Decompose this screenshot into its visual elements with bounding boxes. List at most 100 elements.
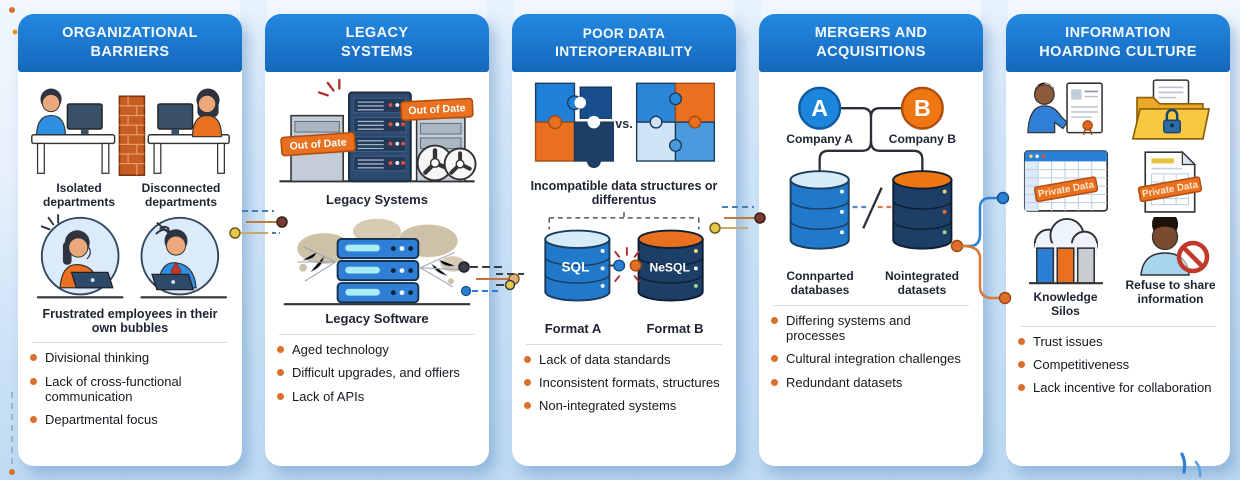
bullet-dot-icon (30, 416, 37, 424)
circuit-connector-icon (950, 191, 1012, 305)
knowledge-silos-figure: Knowledge Silos (1016, 217, 1115, 319)
legacy-systems-caption: Legacy Systems (326, 192, 428, 207)
panel-4-header: MERGERS AND ACQUISITIONS (759, 14, 983, 72)
gap-band (240, 0, 267, 480)
legacy-software-caption: Legacy Software (325, 310, 429, 326)
bullet-dot-icon (771, 355, 778, 363)
bullet-item: Differing systems and processes (771, 313, 973, 344)
bullet-item: Lack incentive for collaboration (1018, 380, 1220, 395)
panel-4-title-line1: MERGERS AND (814, 24, 928, 41)
knowledge-silos-caption: Knowledge Silos (1033, 290, 1098, 318)
panel-poor-data-interoperability: POOR DATA INTEROPERABILITY (512, 14, 736, 466)
bullet-item: Competitiveness (1018, 357, 1220, 372)
bullet-text: Non-integrated systems (539, 398, 677, 414)
bullet-text: Trust issues (1033, 333, 1103, 349)
company-a-letter: A (811, 95, 828, 121)
frustrated-employees-illustration (28, 213, 232, 305)
bullet-item: Lack of APIs (277, 389, 479, 404)
panel-legacy-systems: LEGACY SYSTEMS (265, 14, 489, 466)
bullet-item: Departmental focus (30, 412, 232, 427)
panel-3-title-line1: POOR DATA (582, 26, 666, 42)
bullet-text: Competitiveness (1033, 356, 1130, 372)
hoarding-icon-row2: Knowledge Silos Refuse to share informat… (1016, 217, 1220, 319)
panel-4-body: A B Company A Company B (759, 72, 983, 466)
panel-mergers-acquisitions: MERGERS AND ACQUISITIONS A B Comp (759, 14, 983, 466)
compacted-databases-label: Connparted databases (786, 269, 854, 297)
private-document-icon: Private Data (1137, 150, 1202, 213)
divider (279, 333, 475, 335)
out-of-date-tag: Out of Date (280, 131, 356, 157)
bullet-text: Redundant datasets (786, 374, 903, 390)
isolated-desks-illustration (28, 77, 232, 181)
company-merge-icon: A B Company A Company B (786, 86, 956, 250)
panel-3-title-line2: INTEROPERABILITY (555, 44, 693, 59)
bullet-dot-icon (524, 402, 531, 410)
bullet-text: Lack incentive for collaboration (1033, 380, 1212, 396)
puzzle-pieces-icon: vs. (534, 82, 716, 168)
desks-wall-icon (31, 88, 230, 176)
divider (526, 343, 722, 345)
format-b-label: Format B (646, 320, 704, 336)
bullet-dot-icon (1018, 337, 1025, 345)
panel-1-title-line1: ORGANIZATIONAL (62, 24, 198, 41)
panel-1-title: ORGANIZATIONAL BARRIERS (62, 24, 198, 62)
nosql-label: NeSQL (649, 260, 690, 274)
bullet-dot-icon (277, 392, 284, 400)
desk-labels: Isolated departments Disconnected depart… (28, 181, 232, 210)
panel-2-body: Out of Date Out of Date Legacy Systems (265, 72, 489, 466)
legacy-systems-illustration: Out of Date Out of Date (275, 77, 479, 191)
bullet-item: Lack of cross-functional communication (30, 374, 232, 405)
incompatible-caption: Incompatible data structures or differen… (530, 179, 718, 208)
bubbles-caption: Frustrated employees in their own bubble… (42, 306, 218, 335)
bullet-text: Differing systems and processes (786, 312, 911, 343)
panel-4-bullet-list: Differing systems and processes Cultural… (769, 313, 973, 398)
nonintegrated-datasets-label: Nointegrated datasets (884, 269, 959, 297)
panel-4-title-line2: ACQUISITIONS (816, 44, 926, 60)
hoarding-icon-grid: Private Data Private Data (1016, 77, 1220, 215)
person-certificate-icon (1026, 82, 1103, 135)
panel-2-title-line1: LEGACY (345, 24, 409, 41)
bubbles-icon (37, 213, 227, 298)
panel-5-body: Private Data Private Data (1006, 72, 1230, 466)
bullet-dot-icon (524, 355, 531, 363)
label-isolated-departments: Isolated departments (42, 181, 116, 209)
bullet-item: Redundant datasets (771, 375, 973, 390)
bullet-dot-icon (771, 316, 778, 324)
panel-3-header: POOR DATA INTEROPERABILITY (512, 14, 736, 72)
refuse-share-figure: Refuse to share information (1121, 217, 1220, 319)
format-labels: Format A Format B (522, 320, 726, 337)
panel-information-hoarding: INFORMATION HOARDING CULTURE (1006, 14, 1230, 466)
gap-band (487, 0, 514, 480)
bullet-item: Non-integrated systems (524, 398, 726, 413)
corner-strokes-icon (1180, 452, 1202, 478)
panel-2-header: LEGACY SYSTEMS (265, 14, 489, 72)
company-b-label: Company B (889, 132, 956, 146)
panel-2-bullet-list: Aged technology Difficult upgrades, and … (275, 342, 479, 412)
circuit-connector-icon (496, 273, 524, 291)
divider (773, 304, 969, 306)
bullet-dot-icon (771, 378, 778, 386)
panel-3-bullet-list: Lack of data standards Inconsistent form… (522, 352, 726, 422)
legacy-software-illustration (275, 212, 479, 310)
bullet-dot-icon (277, 369, 284, 377)
bullet-text: Departmental focus (45, 412, 158, 428)
panel-3-body: vs. Incompatible data structures or diff… (512, 72, 736, 466)
panel-3-title: POOR DATA INTEROPERABILITY (555, 25, 693, 61)
refuse-share-icon (1139, 217, 1209, 276)
bullet-dot-icon (1018, 360, 1025, 368)
bullet-dot-icon (277, 345, 284, 353)
company-a-label: Company A (786, 132, 853, 146)
panel-5-header: INFORMATION HOARDING CULTURE (1006, 14, 1230, 72)
bullet-text: Lack of APIs (292, 388, 365, 404)
refuse-share-caption: Refuse to share information (1125, 278, 1216, 306)
panel-1-header: ORGANIZATIONAL BARRIERS (18, 14, 242, 72)
knowledge-silos-icon (1028, 217, 1103, 285)
bullet-text: Difficult upgrades, and offiers (292, 365, 460, 381)
circuit-connector-icon (458, 261, 520, 297)
label-disconnected-departments: Disconnected departments (141, 181, 221, 209)
bullet-item: Cultural integration challenges (771, 351, 973, 366)
merger-illustration: A B Company A Company B (769, 83, 973, 269)
panel-1-body: Isolated departments Disconnected depart… (18, 72, 242, 466)
bullet-item: Inconsistent formats, structures (524, 375, 726, 390)
